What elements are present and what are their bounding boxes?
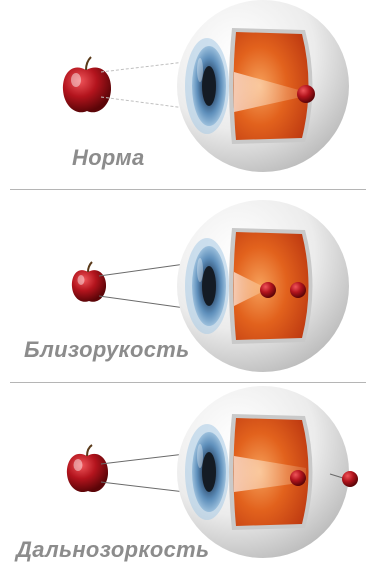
apple-object <box>63 57 111 112</box>
caption-myopia: Близорукость <box>24 337 190 363</box>
cornea-iris <box>185 238 229 334</box>
divider-2 <box>10 382 366 383</box>
caption-hyperopia: Дальнозоркость <box>16 537 209 563</box>
light-rays <box>99 264 185 308</box>
cornea-iris <box>185 424 229 520</box>
caption-normal: Норма <box>72 145 144 171</box>
apple-object <box>67 445 108 492</box>
panel-normal-vision: Норма <box>0 0 376 187</box>
light-rays <box>101 62 185 108</box>
divider-1 <box>10 189 366 190</box>
panel-myopia: Близорукость <box>0 194 376 381</box>
normal-vision-illustration <box>0 0 376 187</box>
panel-hyperopia: Дальнозоркость <box>0 386 376 573</box>
cornea-iris <box>185 38 229 134</box>
light-rays <box>101 454 185 492</box>
